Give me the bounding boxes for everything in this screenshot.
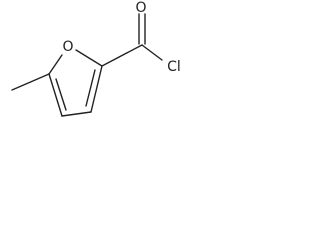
- bond-c3-c2: [90, 65, 103, 113]
- atom-label-ring-oxygen: O: [62, 39, 73, 55]
- atom-labels: O O Cl: [62, 0, 180, 75]
- atom-label-chlorine: Cl: [167, 59, 181, 75]
- bonds: [11, 13, 163, 117]
- bond-ring-oxygen-c2: [75, 49, 103, 67]
- chemical-structure-diagram: O O Cl: [11, 0, 181, 117]
- bond-c4-c3: [61, 111, 92, 117]
- bond-c5-c4: [48, 73, 63, 117]
- bond-c5-c4-inner: [55, 78, 67, 111]
- bond-carbonyl-chlorine: [141, 44, 163, 61]
- bond-c5-ring-oxygen: [48, 54, 63, 75]
- bond-c2-carbonyl: [101, 44, 143, 67]
- bond-methyl-c5: [11, 73, 50, 91]
- bond-c3-c2-inner: [85, 69, 96, 107]
- atom-label-carbonyl-oxygen: O: [135, 0, 146, 16]
